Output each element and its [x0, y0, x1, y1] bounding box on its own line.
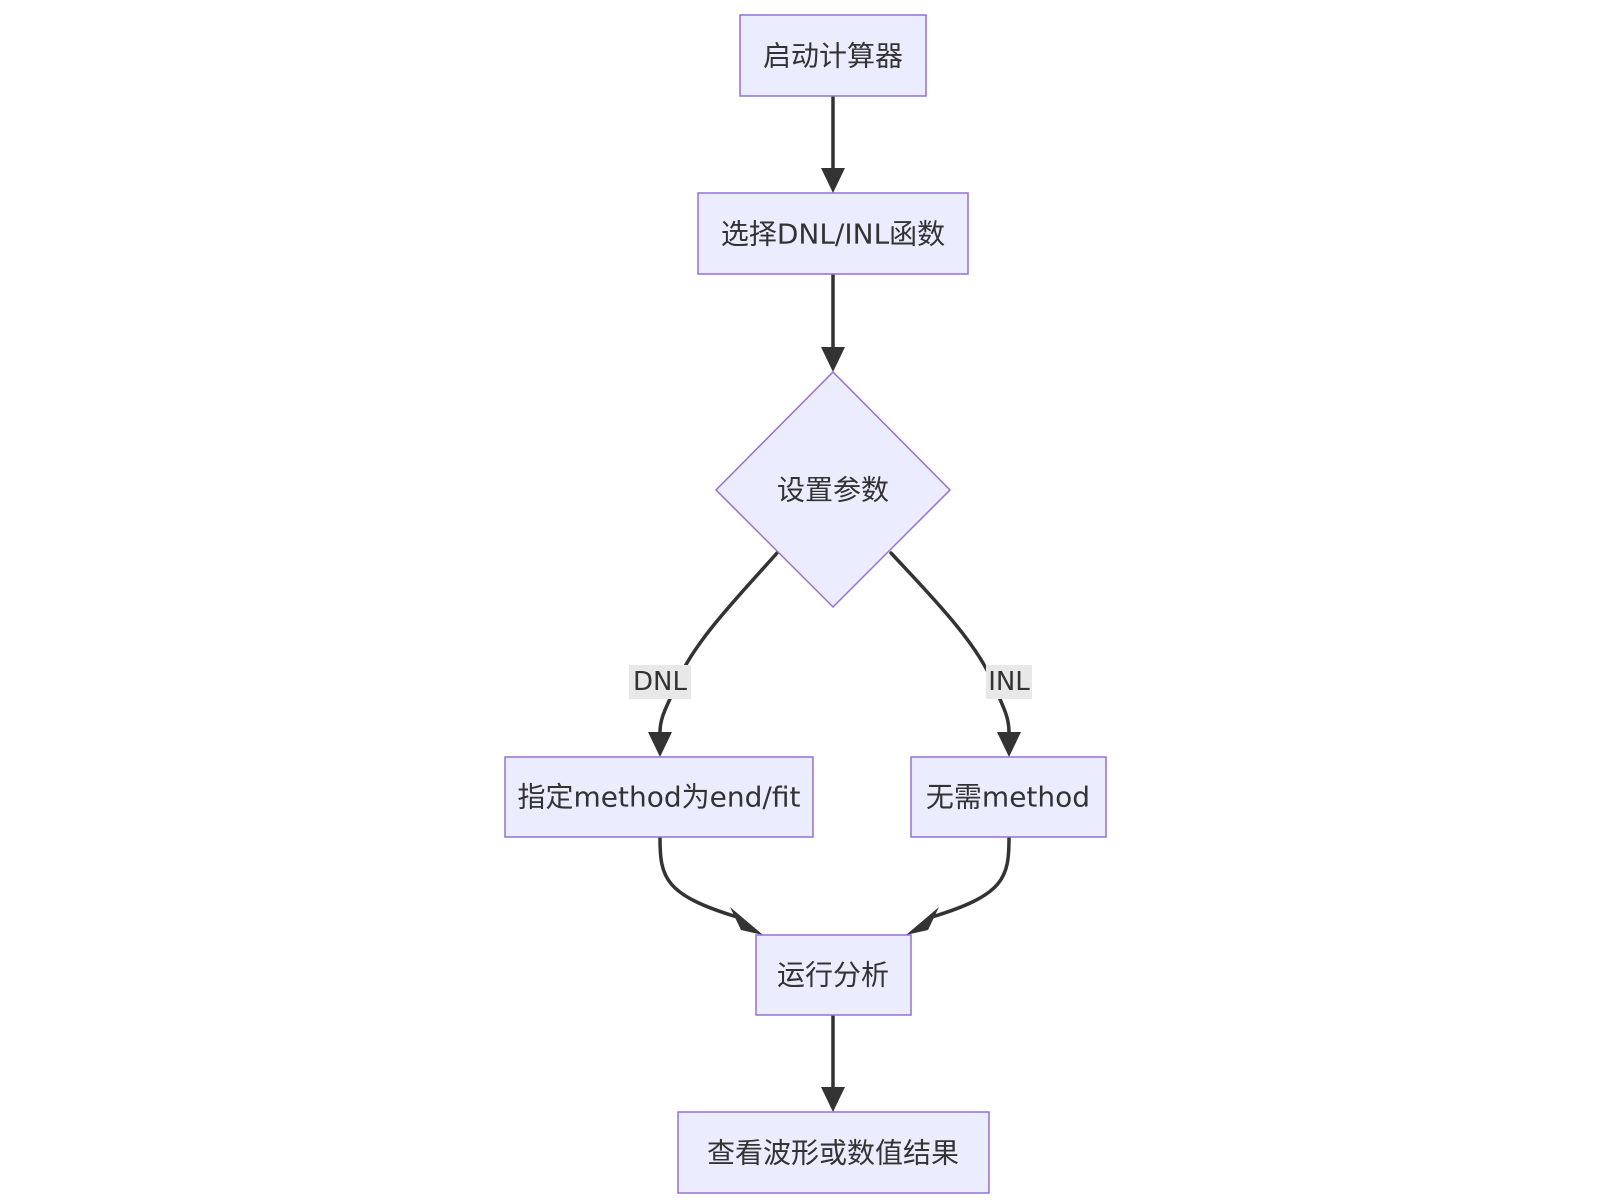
node-inl-no-method-label: 无需method: [926, 781, 1090, 814]
node-view-results-label: 查看波形或数值结果: [707, 1137, 959, 1170]
node-run-analysis-label: 运行分析: [777, 959, 889, 992]
node-dnl-method-box: [504, 756, 814, 838]
edge-dnl-to-run: [658, 836, 739, 919]
node-select-function-box: [697, 192, 969, 275]
node-set-params-label: 设置参数: [777, 474, 889, 507]
edge-label-dnl: DNL: [629, 665, 691, 699]
node-set-params-diamond: [714, 370, 952, 609]
edge-label-inl-text: INL: [988, 667, 1030, 697]
arrowhead-icon: [997, 732, 1021, 757]
edge-params-to-inl: [889, 551, 1011, 734]
node-dnl-method: 指定method为end/fit: [504, 756, 814, 838]
edge-label-dnl-text: DNL: [633, 667, 687, 697]
edge-params-to-dnl: [658, 551, 779, 734]
arrowhead-icon: [821, 347, 845, 372]
edge-inl-to-run: [930, 836, 1011, 919]
arrowhead-icon: [821, 1087, 845, 1112]
node-run-analysis-box: [755, 934, 912, 1016]
node-dnl-method-label: 指定method为end/fit: [518, 781, 801, 814]
node-start: 启动计算器: [739, 14, 927, 97]
arrowhead-icon: [821, 168, 845, 193]
node-select-function-label: 选择DNL/INL函数: [721, 218, 945, 251]
arrowhead-icon: [906, 907, 939, 935]
node-select-function: 选择DNL/INL函数: [697, 192, 969, 275]
node-view-results-box: [677, 1111, 990, 1194]
node-run-analysis: 运行分析: [755, 934, 912, 1016]
node-inl-no-method: 无需method: [910, 756, 1107, 838]
arrowhead-icon: [648, 732, 672, 757]
node-start-label: 启动计算器: [763, 40, 903, 73]
edge-label-inl: INL: [986, 665, 1032, 699]
node-inl-no-method-box: [910, 756, 1107, 838]
edge-label-dnl-bg: [629, 665, 691, 699]
node-set-params: 设置参数: [714, 370, 952, 609]
edge-label-inl-bg: [986, 665, 1032, 699]
node-start-box: [739, 14, 927, 97]
arrowhead-icon: [730, 907, 763, 935]
node-view-results: 查看波形或数值结果: [677, 1111, 990, 1194]
